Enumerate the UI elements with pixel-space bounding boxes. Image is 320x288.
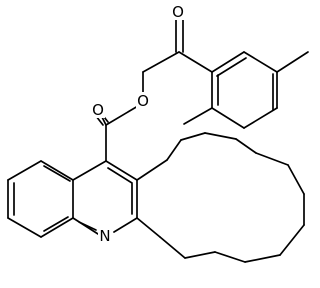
bond-line-12 xyxy=(243,107,278,129)
bond-line-47 xyxy=(244,254,281,263)
bond-line-23 xyxy=(72,217,99,235)
bond-line-36 xyxy=(43,165,71,182)
bond-line-24 xyxy=(113,217,138,233)
bond-line-6 xyxy=(101,116,107,126)
bond-line-11 xyxy=(211,107,245,129)
bond-line-38 xyxy=(136,159,168,181)
bond-line-19 xyxy=(183,107,213,125)
bond-line-40 xyxy=(180,132,206,141)
atom-labels: O O O N xyxy=(91,3,185,245)
bond-line-46 xyxy=(279,224,305,256)
atom-label-n-quinoline: N xyxy=(99,227,110,245)
bond-line-18 xyxy=(216,57,247,77)
bond-line-5 xyxy=(105,105,139,126)
bonds xyxy=(7,19,309,263)
bond-line-39 xyxy=(166,139,182,161)
bond-line-50 xyxy=(159,236,186,259)
bond-line-2 xyxy=(142,51,180,73)
bond-line-41 xyxy=(204,132,237,140)
bond-line-27 xyxy=(107,167,133,184)
bond-line-42 xyxy=(235,138,257,154)
bond-line-20 xyxy=(276,51,309,73)
atom-o-ketone: O xyxy=(171,3,185,21)
bond-line-3 xyxy=(178,51,213,73)
bond-line-29 xyxy=(78,221,97,231)
atom-label-o-ester-link: O xyxy=(137,92,149,110)
bond-line-49 xyxy=(184,251,216,259)
bond-line-48 xyxy=(214,251,246,263)
atom-label-o-ester-carbonyl: O xyxy=(92,101,104,119)
bond-line-37 xyxy=(43,216,69,232)
bond-line-31 xyxy=(7,160,42,181)
atom-o-ester-carbonyl: O xyxy=(91,101,105,119)
bond-line-43 xyxy=(255,152,289,166)
bond-line-34 xyxy=(40,217,74,238)
bond-line-30 xyxy=(40,160,74,181)
bond-line-21 xyxy=(72,160,107,181)
bond-line-51 xyxy=(136,217,161,238)
bond-line-44 xyxy=(287,164,305,195)
bond-line-33 xyxy=(7,217,42,238)
bond-line-15 xyxy=(211,51,245,73)
bond-line-14 xyxy=(243,51,278,73)
atom-label-o-ketone: O xyxy=(172,3,184,21)
atom-o-ester-link: O xyxy=(136,92,150,110)
bond-line-26 xyxy=(105,160,138,181)
atom-n-quinoline: N xyxy=(98,227,112,245)
